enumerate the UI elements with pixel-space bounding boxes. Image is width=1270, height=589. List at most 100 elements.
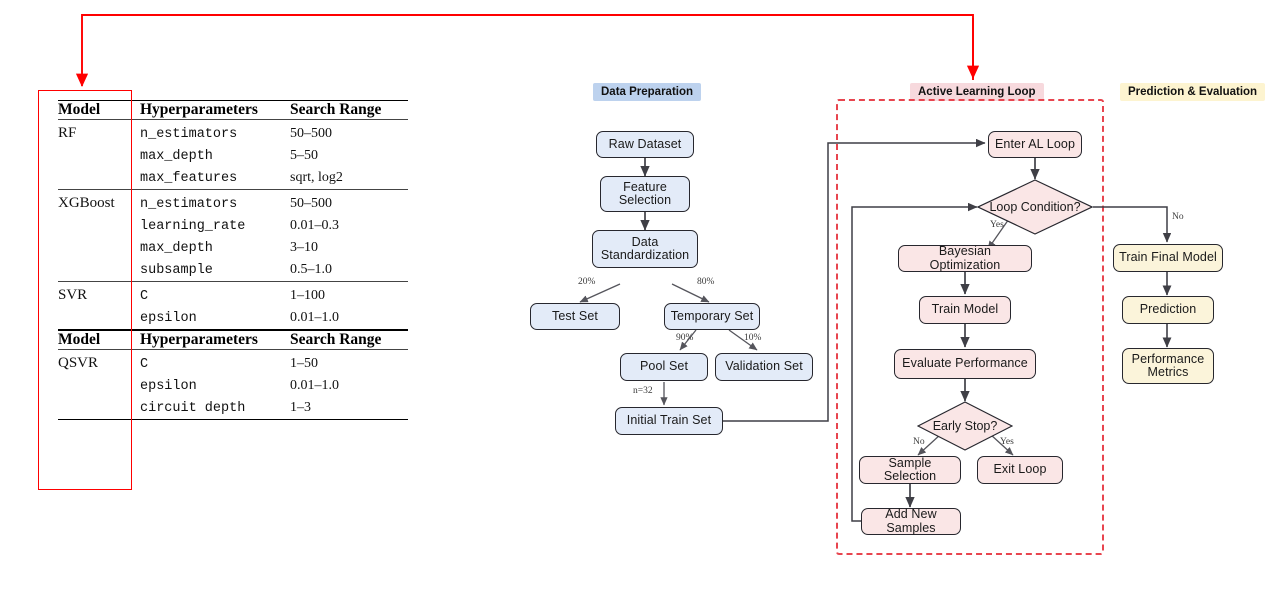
table-row: max_depth 3–10 — [58, 237, 408, 259]
node-loop-condition[interactable]: Loop Condition? — [977, 179, 1093, 235]
node-add-new-samples[interactable]: Add New Samples — [861, 507, 961, 535]
node-validation-set[interactable]: Validation Set — [715, 353, 813, 381]
table-cell-search-range: 50–500 — [290, 119, 408, 145]
table-row: epsilon 0.01–1.0 — [58, 375, 408, 397]
table-cell-search-range: 0.01–1.0 — [290, 378, 339, 393]
table-cell-hyperparameter: learning_rate — [140, 219, 246, 234]
node-performance-metrics-label-2: Metrics — [1147, 365, 1189, 379]
edge-label-loop-condition-no: No — [1172, 212, 1184, 222]
table-cell-hyperparameter: max_depth — [140, 149, 213, 164]
table-cell-hyperparameter: epsilon — [140, 379, 197, 394]
section-header-data-preparation: Data Preparation — [593, 83, 702, 101]
table-header-model: Model — [58, 100, 140, 120]
node-loop-condition-label: Loop Condition? — [989, 200, 1081, 214]
node-temporary-set[interactable]: Temporary Set — [664, 303, 760, 330]
red-arrow-to-table — [75, 14, 974, 87]
edge-label-early-stop-no: No — [913, 437, 925, 447]
model-column-highlight-box — [38, 90, 132, 490]
edge-label-split-90: 90% — [676, 333, 694, 343]
table-cell-hyperparameter: n_estimators — [140, 189, 290, 215]
table-cell-search-range: 0.01–1.0 — [290, 310, 339, 325]
node-pool-set-label: Pool Set — [639, 359, 689, 374]
table-cell-hyperparameter: max_depth — [140, 241, 213, 256]
table-cell-hyperparameter: max_features — [140, 171, 238, 186]
node-feature-selection[interactable]: Feature Selection — [600, 176, 690, 212]
node-data-standardization-label-2: Standardization — [600, 248, 690, 262]
table-cell-model: QSVR — [58, 349, 140, 375]
node-bayesian-optimization[interactable]: Bayesian Optimization — [898, 244, 1032, 272]
node-initial-train-set[interactable]: Initial Train Set — [615, 407, 723, 435]
table-cell-hyperparameter: circuit depth — [140, 401, 246, 416]
active-learning-loop-boundary — [836, 99, 1104, 555]
section-header-active-learning-loop: Active Learning Loop — [910, 83, 1044, 101]
table-header-search-range: Search Range — [290, 330, 408, 350]
table-header-hyperparameters: Hyperparameters — [140, 330, 290, 350]
node-validation-set-label: Validation Set — [725, 359, 803, 374]
edge-label-split-20: 20% — [578, 277, 596, 287]
node-raw-dataset-label: Raw Dataset — [608, 136, 682, 151]
edge-loop-condition-no-to-train-final-model — [1093, 206, 1172, 243]
table-row: max_depth 5–50 — [58, 145, 408, 167]
node-performance-metrics[interactable]: Performance Metrics — [1122, 348, 1214, 384]
table-cell-search-range: 5–50 — [290, 148, 318, 163]
node-sample-selection[interactable]: Sample Selection — [859, 456, 961, 484]
node-feature-selection-label-1: Feature — [623, 179, 667, 194]
node-exit-loop[interactable]: Exit Loop — [977, 456, 1063, 484]
node-test-set-label: Test Set — [552, 308, 598, 323]
edge-label-split-80: 80% — [697, 277, 715, 287]
table-cell-search-range: 1–100 — [290, 281, 408, 307]
node-temporary-set-label: Temporary Set — [670, 308, 754, 323]
node-raw-dataset[interactable]: Raw Dataset — [596, 131, 694, 158]
node-train-final-model-label: Train Final Model — [1119, 250, 1217, 265]
table-header-model: Model — [58, 330, 140, 350]
section-header-prediction-evaluation: Prediction & Evaluation — [1120, 83, 1266, 101]
table-row: max_features sqrt, log2 — [58, 167, 408, 190]
table-cell-hyperparameter: C — [140, 349, 290, 375]
node-initial-train-set-label: Initial Train Set — [626, 413, 712, 428]
node-train-model[interactable]: Train Model — [919, 296, 1011, 324]
node-prediction-label: Prediction — [1139, 302, 1197, 317]
node-pool-set[interactable]: Pool Set — [620, 353, 708, 381]
node-evaluate-performance[interactable]: Evaluate Performance — [894, 349, 1036, 379]
table-cell-model: RF — [58, 119, 140, 145]
table-cell-search-range: 0.01–0.3 — [290, 218, 339, 233]
table-row: learning_rate 0.01–0.3 — [58, 215, 408, 237]
node-enter-al-loop[interactable]: Enter AL Loop — [988, 131, 1082, 158]
table-header-search-range: Search Range — [290, 100, 408, 120]
node-early-stop-label: Early Stop? — [932, 419, 998, 433]
table-cell-model: XGBoost — [58, 189, 140, 215]
node-exit-loop-label: Exit Loop — [993, 462, 1047, 477]
node-early-stop[interactable]: Early Stop? — [917, 401, 1013, 451]
node-prediction[interactable]: Prediction — [1122, 296, 1214, 324]
table-cell-search-range: 1–50 — [290, 349, 408, 375]
node-test-set[interactable]: Test Set — [530, 303, 620, 330]
table-cell-hyperparameter: epsilon — [140, 311, 197, 326]
table-cell-search-range: sqrt, log2 — [290, 170, 343, 185]
node-enter-al-loop-label: Enter AL Loop — [994, 136, 1076, 151]
edge-label-split-10: 10% — [744, 333, 762, 343]
node-train-model-label: Train Model — [931, 302, 999, 317]
edge-label-early-stop-yes: Yes — [1000, 437, 1014, 447]
table-row: epsilon 0.01–1.0 — [58, 307, 408, 330]
table-cell-search-range: 3–10 — [290, 240, 318, 255]
table-bottom-rule — [58, 329, 408, 330]
node-evaluate-performance-label: Evaluate Performance — [902, 356, 1028, 371]
edge-label-n-samples: n=32 — [633, 386, 653, 396]
node-data-standardization[interactable]: Data Standardization — [592, 230, 698, 268]
table-cell-hyperparameter: C — [140, 281, 290, 307]
table-cell-search-range: 0.5–1.0 — [290, 262, 332, 277]
node-train-final-model[interactable]: Train Final Model — [1113, 244, 1223, 272]
table-bottom-rule — [58, 419, 408, 420]
table-cell-model: SVR — [58, 281, 140, 307]
